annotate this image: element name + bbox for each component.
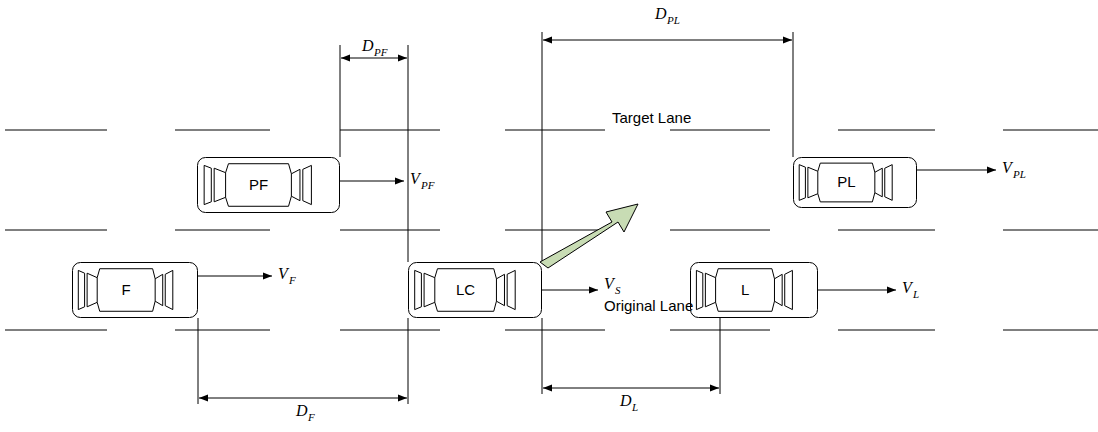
lane-dash — [505, 230, 605, 231]
lane-dash — [5, 330, 107, 331]
symbol-subscript: PF — [421, 180, 434, 191]
car-label: PF — [247, 177, 270, 194]
lane-dash — [175, 130, 270, 131]
lane-dash — [505, 330, 605, 331]
car-label: L — [739, 282, 751, 299]
symbol-label: V — [902, 280, 912, 296]
symbol-subscript: PL — [1013, 169, 1026, 180]
symbol-subscript: PF — [374, 47, 387, 58]
symbol-label: V — [278, 266, 288, 282]
lane-dash — [1003, 230, 1098, 231]
lane-dash — [838, 330, 935, 331]
car: LC — [408, 262, 542, 318]
lane-change-arrow — [540, 204, 638, 268]
symbol-label: V — [410, 171, 420, 187]
lane-dash — [175, 230, 270, 231]
lane-dash — [5, 230, 107, 231]
symbol-subscript: F — [289, 275, 296, 286]
lane-markings — [5, 130, 1098, 330]
lane-label: Target Lane — [612, 110, 691, 125]
lane-dash — [838, 230, 935, 231]
car: PL — [793, 157, 917, 208]
lane-dash — [670, 130, 770, 131]
symbol-label: V — [1002, 160, 1012, 176]
symbol-subscript: L — [913, 289, 919, 300]
lane-dash — [175, 330, 270, 331]
lane-dash — [1003, 130, 1098, 131]
symbol-label: D — [296, 403, 308, 419]
lane-dash — [5, 130, 107, 131]
car-outline — [690, 262, 818, 318]
symbol-subscript: L — [632, 402, 638, 413]
lane-dash — [340, 330, 440, 331]
car: L — [690, 262, 818, 318]
car-label: F — [120, 282, 133, 299]
symbol-label: D — [655, 6, 667, 22]
symbol-label: D — [620, 393, 632, 409]
lane-label: Original Lane — [604, 298, 693, 313]
lane-dash — [670, 230, 770, 231]
car-label: LC — [454, 282, 477, 299]
lane-dash — [340, 230, 440, 231]
car-outline — [72, 262, 198, 318]
symbol-label: V — [604, 276, 614, 292]
lane-dash — [505, 130, 605, 131]
lane-dash — [340, 130, 440, 131]
symbol-subscript: F — [308, 412, 315, 423]
car: PF — [197, 157, 340, 213]
symbol-label: D — [362, 38, 374, 54]
lane-dash — [838, 130, 935, 131]
lane-dash — [1003, 330, 1098, 331]
car: F — [72, 262, 198, 318]
dimension-lines — [198, 32, 793, 404]
car-label: PL — [835, 174, 857, 191]
symbol-subscript: PL — [667, 15, 680, 26]
symbol-subscript: S — [615, 285, 621, 296]
